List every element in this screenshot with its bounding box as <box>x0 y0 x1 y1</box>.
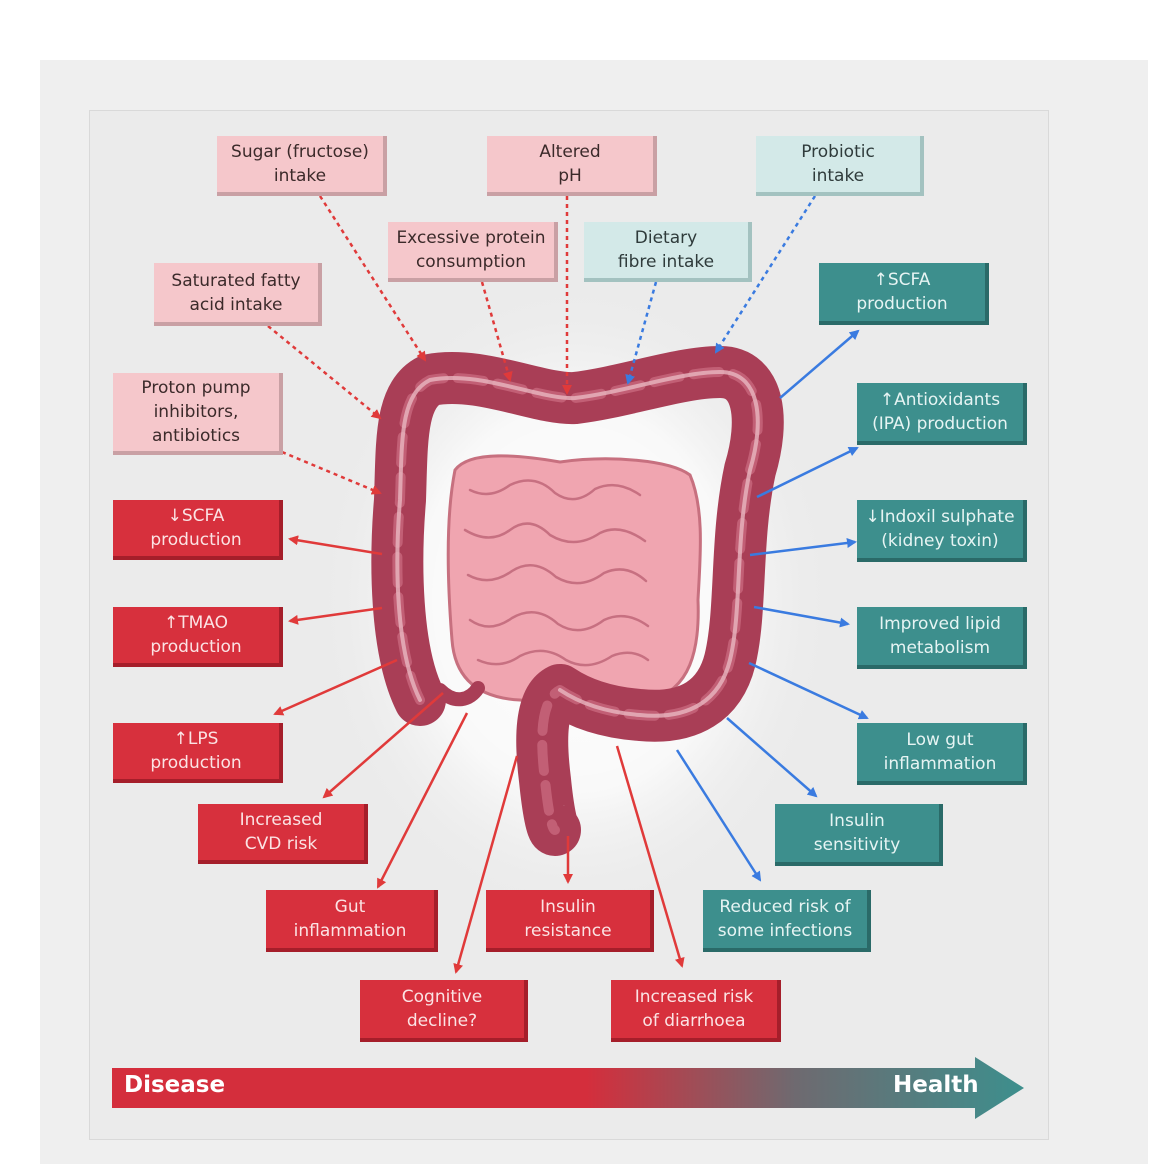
input-fat: Saturated fatty acid intake <box>154 263 322 326</box>
intestine-illustration <box>371 346 784 856</box>
arrow-lipid <box>753 605 850 628</box>
input-sugar: Sugar (fructose) intake <box>217 136 387 196</box>
arrow-infections <box>675 749 762 882</box>
arrow-insulin-sensitivity <box>726 717 818 798</box>
arrow-fibre <box>625 281 658 385</box>
arrow-indoxil <box>749 538 857 557</box>
arrow-probiotic <box>714 195 817 354</box>
arrow-diarrhoea <box>615 745 685 968</box>
scale-label-disease: Disease <box>124 1072 226 1098</box>
input-protein: Excessive protein consumption <box>388 222 558 282</box>
outcome-infections: Reduced risk of some infections <box>703 890 871 952</box>
outcome-indoxil: ↓Indoxil sulphate (kidney toxin) <box>857 500 1027 562</box>
arrow-sugar <box>318 195 427 362</box>
outcome-insulin-resistance: Insulin resistance <box>486 890 654 952</box>
outcome-arrows <box>273 329 869 974</box>
outcome-cognitive: Cognitive decline? <box>360 980 528 1042</box>
arrow-scfa-up <box>779 329 860 399</box>
arrow-antioxidants <box>756 446 859 499</box>
outcome-gut-inflammation: Gut inflammation <box>266 890 438 952</box>
arrow-ppi <box>281 450 382 495</box>
arrow-protein <box>480 281 513 382</box>
outcome-diarrhoea: Increased risk of diarrhoea <box>611 980 781 1042</box>
scale-label-health: Health <box>893 1072 979 1098</box>
outcome-lps: ↑LPS production <box>113 723 283 783</box>
outcome-low-gut: Low gut inflammation <box>857 723 1027 785</box>
input-ph: Altered pH <box>487 136 657 196</box>
arrow-fat <box>267 325 382 420</box>
input-probiotic: Probiotic intake <box>756 136 924 196</box>
arrow-cvd <box>322 692 444 799</box>
disease-health-scale-arrow <box>112 1057 1024 1119</box>
outcome-scfa-up: ↑SCFA production <box>819 263 989 325</box>
outcome-lipid: Improved lipid metabolism <box>857 607 1027 669</box>
input-ppi: Proton pump inhibitors, antibiotics <box>113 373 283 455</box>
arrow-scfa-down <box>288 535 383 556</box>
outcome-scfa-down: ↓SCFA production <box>113 500 283 560</box>
input-fibre: Dietary fibre intake <box>584 222 752 282</box>
input-arrows <box>267 195 817 495</box>
arrow-tmao <box>288 606 383 625</box>
arrow-gut-inflammation <box>376 712 469 889</box>
arrow-lps <box>273 658 398 716</box>
outcome-insulin-sensitivity: Insulin sensitivity <box>775 804 943 866</box>
arrow-cognitive <box>453 755 519 974</box>
outcome-tmao: ↑TMAO production <box>113 607 283 667</box>
outcome-cvd: Increased CVD risk <box>198 804 368 864</box>
arrow-low-gut <box>748 661 869 720</box>
outcome-antioxidants: ↑Antioxidants (IPA) production <box>857 383 1027 445</box>
